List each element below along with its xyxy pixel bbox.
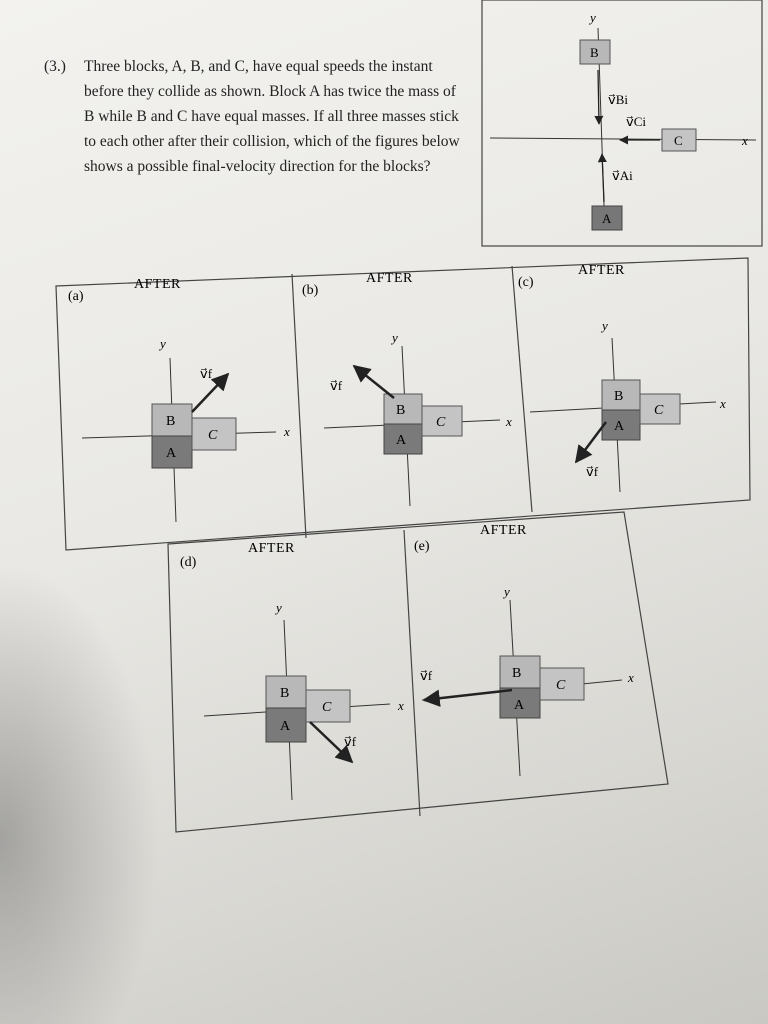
panel-b-y-label: y [390, 330, 398, 345]
panel-b-vf-arrow [352, 364, 395, 399]
panel-e-vf-label: v⃗f [420, 668, 433, 683]
panel-b-x-label: x [505, 414, 512, 429]
bottom-row-frame [167, 511, 669, 833]
panel-a: (a) AFTER y x B A C v⃗f [68, 277, 290, 523]
panel-a-x-label: x [283, 424, 290, 439]
panel-c-title: AFTER [578, 263, 625, 278]
panel-a-id: (a) [68, 289, 84, 304]
panel-d: (d) AFTER y x B A C v⃗f [180, 541, 404, 801]
before-figure: y x B A C v⃗Bi v⃗Ci v⃗Ai [481, 0, 763, 247]
panel-c-block-c [639, 393, 681, 425]
panel-d-b-label: B [280, 686, 289, 701]
panel-c-b-label: B [614, 389, 623, 404]
panel-a-vf-label: v⃗f [200, 366, 213, 381]
panel-d-y-label: y [274, 600, 282, 615]
panel-d-block-b [265, 675, 307, 709]
panel-c: (c) AFTER y x B A C v⃗f [518, 263, 726, 493]
top-row-frame [55, 257, 751, 551]
panel-a-title: AFTER [134, 277, 181, 292]
panel-c-block-b [601, 379, 641, 411]
before-vc-label: v⃗Ci [626, 114, 646, 129]
panel-b-b-label: B [396, 403, 405, 418]
panel-b-a-label: A [396, 433, 407, 448]
panel-c-y-label: y [600, 318, 608, 333]
panel-e-x-label: x [627, 670, 634, 685]
panel-c-block-a [601, 409, 641, 441]
panel-c-a-label: A [614, 419, 625, 434]
before-block-a-label: A [602, 211, 612, 226]
before-block-c-label: C [674, 133, 683, 148]
panel-d-x-label: x [397, 698, 404, 713]
before-block-a [591, 205, 623, 231]
panel-e-b-label: B [512, 666, 521, 681]
panel-e-y-label: y [502, 584, 510, 599]
panel-b-title: AFTER [366, 271, 413, 286]
panel-d-block-a [265, 707, 307, 743]
divider-de [403, 529, 421, 817]
page-shadow [0, 560, 160, 1024]
panel-c-vf-arrow [574, 421, 607, 464]
problem-number: (3.) [44, 58, 66, 75]
before-block-b-label: B [590, 45, 599, 60]
before-block-c [661, 128, 697, 152]
panel-d-c-label: C [322, 700, 332, 715]
panel-b-c-label: C [436, 415, 446, 430]
before-va-label: v⃗Ai [612, 168, 633, 183]
panel-c-x-label: x [719, 396, 726, 411]
panel-e-vf-arrow [422, 688, 513, 707]
panel-c-c-label: C [654, 403, 664, 418]
panel-c-vf-label: v⃗f [586, 464, 599, 479]
panel-e-c-label: C [556, 678, 566, 693]
panel-b-block-c [421, 405, 463, 437]
before-va-arrow [597, 153, 607, 203]
panel-a-block-c [191, 417, 237, 451]
panel-b: (b) AFTER y x B A C v⃗f [302, 271, 512, 507]
divider-bc [511, 265, 533, 513]
panel-b-id: (b) [302, 283, 319, 298]
panel-b-vf-label: v⃗f [330, 378, 343, 393]
panel-e-title: AFTER [480, 523, 527, 538]
panel-e: (e) AFTER y x B A C v⃗f [414, 523, 634, 777]
panel-a-a-label: A [166, 446, 177, 461]
before-block-b [579, 39, 611, 65]
before-vb-label: v⃗Bi [608, 92, 628, 107]
before-x-label: x [741, 133, 748, 148]
panel-e-block-c [539, 667, 585, 701]
panel-c-id: (c) [518, 275, 534, 290]
panel-b-block-a [383, 423, 423, 455]
panel-a-y-label: y [158, 336, 166, 351]
problem-statement: (3.) Three blocks, A, B, and C, have equ… [44, 54, 464, 179]
panel-a-vf-arrow [191, 372, 230, 413]
panel-d-a-label: A [280, 719, 291, 734]
panel-a-block-a [151, 435, 193, 469]
divider-ab [291, 273, 307, 539]
panel-a-block-b [151, 403, 193, 437]
panel-d-vf-arrow [309, 721, 354, 764]
problem-text: Three blocks, A, B, and C, have equal sp… [84, 58, 460, 175]
panel-d-vf-label: v⃗f [344, 734, 357, 749]
panel-d-id: (d) [180, 555, 197, 570]
panel-d-block-c [305, 689, 351, 723]
panel-d-title: AFTER [248, 541, 295, 556]
panel-e-a-label: A [514, 698, 525, 713]
panel-e-block-a [499, 687, 541, 719]
panel-a-b-label: B [166, 414, 175, 429]
before-frame [481, 0, 763, 247]
panel-e-id: (e) [414, 539, 430, 554]
before-y-label: y [588, 10, 596, 25]
before-vb-arrow [594, 69, 604, 125]
panel-a-c-label: C [208, 428, 218, 443]
